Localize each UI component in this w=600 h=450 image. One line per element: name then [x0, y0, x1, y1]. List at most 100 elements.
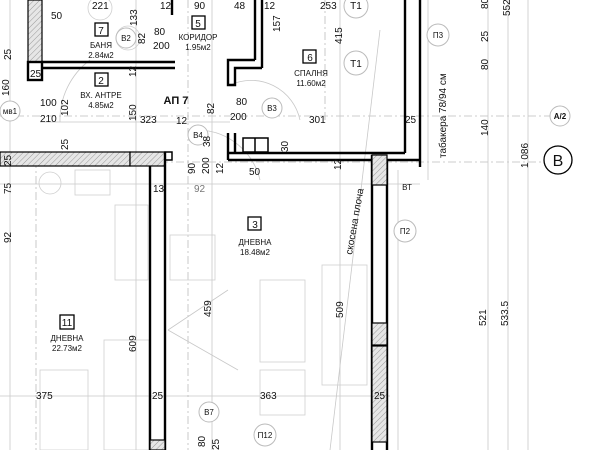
dim-label: 323	[140, 115, 157, 126]
room-area: 18.48м2	[240, 248, 271, 257]
note-tabakera: табакера 78/94 см	[437, 73, 449, 158]
dim-label: 521	[478, 309, 489, 326]
dim-label: 82	[137, 32, 148, 44]
tag-b4: В4	[193, 131, 203, 140]
room-name: ВХ. АНТРЕ	[80, 91, 121, 100]
dim-label: 200	[153, 41, 170, 52]
tag-circle	[187, 124, 209, 146]
tag-p2: П2	[400, 227, 411, 236]
tag-circle	[426, 23, 450, 47]
dim-label: 375	[36, 391, 53, 402]
tag-b3: В3	[267, 104, 277, 113]
dim-label: 90	[187, 162, 198, 174]
room-area: 11.60м2	[296, 79, 326, 88]
apartment-label: АП 7	[164, 95, 189, 107]
note-sloping-slab: скосена плоча	[344, 187, 367, 255]
dim-label: 12	[176, 116, 188, 127]
dim-label: 30	[280, 140, 291, 152]
dim-label: 160	[1, 79, 12, 96]
dim-label: 12	[215, 162, 226, 174]
tag-circle	[198, 401, 220, 423]
dim-label: 157	[272, 15, 283, 32]
room-area: 1.95м2	[185, 43, 211, 52]
dim-label: 150	[128, 104, 139, 121]
room-number: 2	[98, 76, 104, 87]
room-number: 7	[98, 26, 104, 37]
tag-mv1: мв1	[3, 107, 18, 116]
tag-b2: В2	[121, 34, 131, 43]
guide-lines	[0, 0, 560, 450]
dim-label: 210	[40, 114, 57, 125]
wall-hatched	[27, 0, 43, 63]
dim-label: 25	[480, 30, 491, 42]
dim-label: 12	[264, 1, 276, 12]
dim-label: 82	[206, 102, 217, 114]
axis-circle	[543, 145, 573, 175]
dim-label: 92	[3, 231, 14, 243]
dim-label: 200	[230, 112, 247, 123]
room-name: ДНЕВНА	[51, 334, 85, 343]
dim-label: 80	[480, 0, 491, 9]
dim-label: 12	[128, 65, 139, 77]
furniture	[38, 0, 368, 450]
tag-circle	[261, 97, 283, 119]
room-number: 11	[62, 318, 73, 329]
tags: В2 В3 В4 В7 Т1 Т1 П3 П2 П12 мв1 A/2 B ВТ	[0, 0, 573, 447]
room-number: 5	[195, 19, 201, 30]
room-number: 6	[307, 53, 313, 64]
tag-b7: В7	[204, 408, 214, 417]
dimensions: 221 50 133 82 80 200 12 90 48 12 157 253…	[1, 0, 531, 450]
dim-label: 509	[335, 301, 346, 318]
dim-label: 253	[320, 1, 337, 12]
dim-label: 25	[3, 154, 14, 166]
tag-circle	[253, 423, 277, 447]
dim-label: 80	[480, 58, 491, 70]
dim-label: 80	[197, 435, 208, 447]
tag-t1: Т1	[350, 59, 362, 70]
dim-label: 140	[480, 119, 491, 136]
room-number: 3	[252, 220, 258, 231]
dim-label: 25	[152, 391, 164, 402]
dim-label: 92	[194, 184, 206, 195]
tag-bt: ВТ	[402, 183, 412, 192]
dim-label: 533.5	[500, 301, 511, 326]
room-area: 22.73м2	[52, 344, 83, 353]
room-area: 2.84м2	[88, 51, 114, 60]
axis-label-b: B	[553, 153, 564, 170]
walls	[0, 0, 422, 450]
dim-label: 200	[201, 157, 212, 174]
dim-label: 415	[334, 27, 345, 44]
dim-label: 1 086	[520, 143, 531, 168]
tag-circle	[343, 50, 369, 76]
dim-label: 25	[405, 115, 417, 126]
dim-label: 25	[60, 138, 71, 150]
room-name: БАНЯ	[90, 41, 112, 50]
room-name: СПАЛНЯ	[294, 69, 328, 78]
tag-circle	[0, 100, 21, 122]
dim-label: 102	[60, 99, 71, 116]
tag-t1: Т1	[350, 1, 362, 12]
dim-label: 363	[260, 391, 277, 402]
dim-label: 12	[333, 158, 344, 170]
tag-circle	[393, 219, 417, 243]
dim-label: 25	[30, 69, 42, 80]
dim-label: 609	[128, 335, 139, 352]
room-name: ДНЕВНА	[239, 238, 273, 247]
dim-label: 12	[160, 1, 172, 12]
dim-label: 552	[502, 0, 513, 16]
tag-circle	[343, 0, 369, 19]
dim-label: 13	[153, 184, 165, 195]
section-marker-a2: A/2	[554, 112, 567, 121]
room-area: 4.85м2	[88, 101, 114, 110]
dim-label: 80	[236, 97, 248, 108]
dim-label: 25	[374, 391, 386, 402]
dim-label: 38	[202, 135, 213, 147]
dim-label: 48	[234, 1, 246, 12]
tag-p12: П12	[258, 431, 273, 440]
dim-label: 133	[129, 9, 140, 26]
dim-label: 25	[3, 48, 14, 60]
tag-circle	[549, 105, 571, 127]
rooms: АП 7 7 БАНЯ 2.84м2 5 КОРИДОР 1.95м2 6 СП…	[51, 15, 328, 353]
dim-label: 100	[40, 98, 57, 109]
